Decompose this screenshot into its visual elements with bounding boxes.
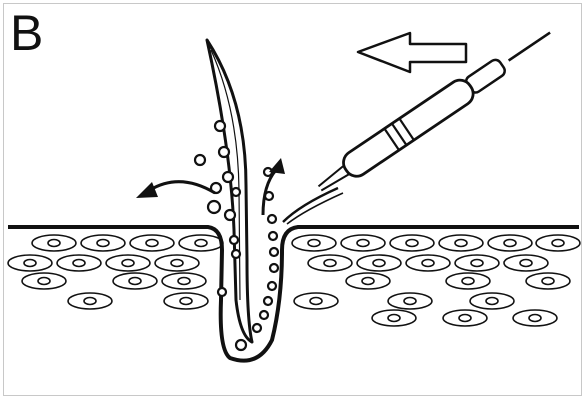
skin-cell <box>113 273 157 289</box>
cell-nucleus <box>529 315 541 322</box>
bubble <box>218 288 226 296</box>
skin-cell <box>406 255 450 271</box>
cell-nucleus <box>471 260 483 267</box>
skin-cell <box>488 235 532 251</box>
bubble <box>232 188 240 196</box>
cell-nucleus <box>357 240 369 247</box>
cell-nucleus <box>324 260 336 267</box>
skin-cell <box>346 273 390 289</box>
skin-cell <box>8 255 52 271</box>
skin-cell <box>294 293 338 309</box>
cell-nucleus <box>84 298 96 305</box>
cell-nucleus <box>73 260 85 267</box>
bubble <box>215 121 225 131</box>
skin-cell <box>388 293 432 309</box>
bubble <box>268 282 276 290</box>
cell-nucleus <box>404 298 416 305</box>
bubble <box>232 250 240 258</box>
cell-nucleus <box>462 278 474 285</box>
bubble <box>269 232 277 240</box>
bubble <box>195 155 205 165</box>
cell-nucleus <box>122 260 134 267</box>
cell-nucleus <box>97 240 109 247</box>
left-arrow-icon <box>358 33 466 72</box>
skin-cell <box>341 235 385 251</box>
skin-cell-layer <box>8 235 580 326</box>
skin-cell <box>513 310 557 326</box>
cell-nucleus <box>362 278 374 285</box>
bubble <box>270 248 278 256</box>
cell-nucleus <box>486 298 498 305</box>
skin-cell <box>439 235 483 251</box>
cell-nucleus <box>422 260 434 267</box>
bubble <box>260 311 268 319</box>
cell-nucleus <box>38 278 50 285</box>
bubble <box>230 236 238 244</box>
bubble <box>253 324 261 332</box>
cell-nucleus <box>178 278 190 285</box>
skin-cell <box>470 293 514 309</box>
skin-cell <box>81 235 125 251</box>
bubble <box>219 147 229 157</box>
bubble <box>208 201 220 213</box>
skin-cell <box>68 293 112 309</box>
skin-cell <box>179 235 223 251</box>
cell-nucleus <box>48 240 60 247</box>
cell-nucleus <box>195 240 207 247</box>
cell-nucleus <box>520 260 532 267</box>
bubble <box>264 297 272 305</box>
skin-cell <box>164 293 208 309</box>
skin-cell <box>57 255 101 271</box>
cell-nucleus <box>24 260 36 267</box>
skin-cell <box>455 255 499 271</box>
cell-nucleus <box>171 260 183 267</box>
cell-nucleus <box>310 298 322 305</box>
skin-cell <box>22 273 66 289</box>
skin-cell <box>32 235 76 251</box>
cell-nucleus <box>552 240 564 247</box>
skin-cell <box>155 255 199 271</box>
cell-nucleus <box>180 298 192 305</box>
bubble <box>268 215 276 223</box>
cell-nucleus <box>308 240 320 247</box>
curved-arrow-icon <box>136 182 215 198</box>
cell-nucleus <box>406 240 418 247</box>
skin-cell <box>446 273 490 289</box>
skin-cell <box>504 255 548 271</box>
bubble <box>270 264 278 272</box>
cell-nucleus <box>129 278 141 285</box>
skin-cell <box>106 255 150 271</box>
skin-cell <box>308 255 352 271</box>
cell-nucleus <box>455 240 467 247</box>
skin-cell <box>292 235 336 251</box>
bubble <box>236 340 246 350</box>
skin-cell <box>130 235 174 251</box>
skin-cell <box>390 235 434 251</box>
cell-nucleus <box>373 260 385 267</box>
cell-nucleus <box>388 315 400 322</box>
cell-nucleus <box>542 278 554 285</box>
skin-cell <box>526 273 570 289</box>
skin-cell <box>372 310 416 326</box>
skin-cell <box>443 310 487 326</box>
cell-nucleus <box>146 240 158 247</box>
skin-cell <box>536 235 580 251</box>
panel-label: B <box>10 8 43 58</box>
skin-cell <box>162 273 206 289</box>
bubble <box>225 210 235 220</box>
cell-nucleus <box>504 240 516 247</box>
curved-arrow-icon <box>263 158 285 215</box>
bubble <box>223 172 233 182</box>
skin-cell <box>357 255 401 271</box>
cell-nucleus <box>459 315 471 322</box>
